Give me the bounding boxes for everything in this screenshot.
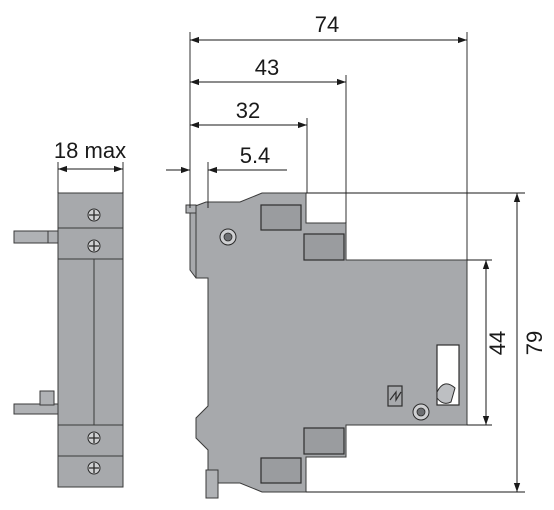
screw-icon [87,431,101,445]
depth-74-label: 74 [315,12,339,37]
depth-43-label: 43 [255,55,279,80]
trip-symbol-icon [387,385,403,407]
dimension-lines: 74 43 32 5.4 44 79 [166,12,547,493]
terminal-slot [303,427,345,455]
height-79-label: 79 [522,331,547,355]
terminal-slot [260,204,302,231]
rivet-icon [219,228,237,246]
screw-icon [87,239,101,253]
terminal-slot [260,457,302,484]
side-view [185,192,468,499]
trip-lever-icon [436,383,456,404]
toggle-lever [13,230,59,244]
height-44-label: 44 [485,331,510,355]
din-clip [205,469,219,499]
depth-32-label: 32 [236,98,260,123]
rivet-icon [412,403,430,421]
width-max-label: 18 max [54,138,126,163]
screw-icon [87,461,101,475]
front-view: 18 max [13,138,126,488]
terminal-slot [303,233,345,261]
screw-icon [87,208,101,222]
top-latch [185,204,197,214]
offset-label: 5.4 [240,143,271,168]
